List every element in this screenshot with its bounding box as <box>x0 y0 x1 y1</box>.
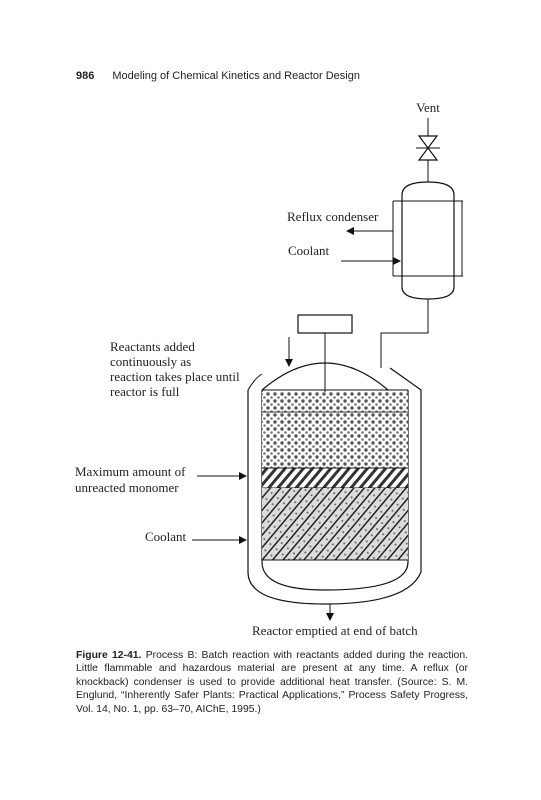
reactor-top-layer <box>262 392 408 468</box>
label-reactants-1: Reactants added <box>110 339 195 354</box>
caption-label: Figure 12-41. <box>76 650 142 661</box>
feed-box <box>297 314 353 334</box>
running-title: Modeling of Chemical Kinetics and Reacto… <box>112 70 360 82</box>
page-number: 986 <box>76 70 95 82</box>
label-reactants-3: reaction takes place until <box>110 369 240 384</box>
vapor-pipe <box>380 299 429 368</box>
label-coolant-jacket: Coolant <box>145 529 187 544</box>
caption-text: Process B: Batch reaction with reactants… <box>76 650 468 715</box>
label-vent: Vent <box>416 100 440 115</box>
label-max-monomer-2: unreacted monomer <box>75 480 179 495</box>
label-reactor-emptied: Reactor emptied at end of batch <box>252 623 418 638</box>
reflux-condenser-vessel <box>401 181 455 300</box>
label-max-monomer-1: Maximum amount of <box>75 464 186 479</box>
label-reactants-4: reactor is full <box>110 384 180 399</box>
unreacted-monomer-layer <box>262 468 408 488</box>
label-coolant-condenser: Coolant <box>288 243 330 258</box>
figure-caption: Figure 12-41. Process B: Batch reaction … <box>76 649 468 716</box>
reactor-vessel <box>261 362 389 391</box>
page-header: 986 Modeling of Chemical Kinetics and Rea… <box>76 70 360 82</box>
label-reactants-2: continuously as <box>110 354 191 369</box>
cooling-jacket <box>247 367 422 605</box>
label-reflux-condenser: Reflux condenser <box>287 209 379 224</box>
polymer-layer <box>262 488 408 560</box>
